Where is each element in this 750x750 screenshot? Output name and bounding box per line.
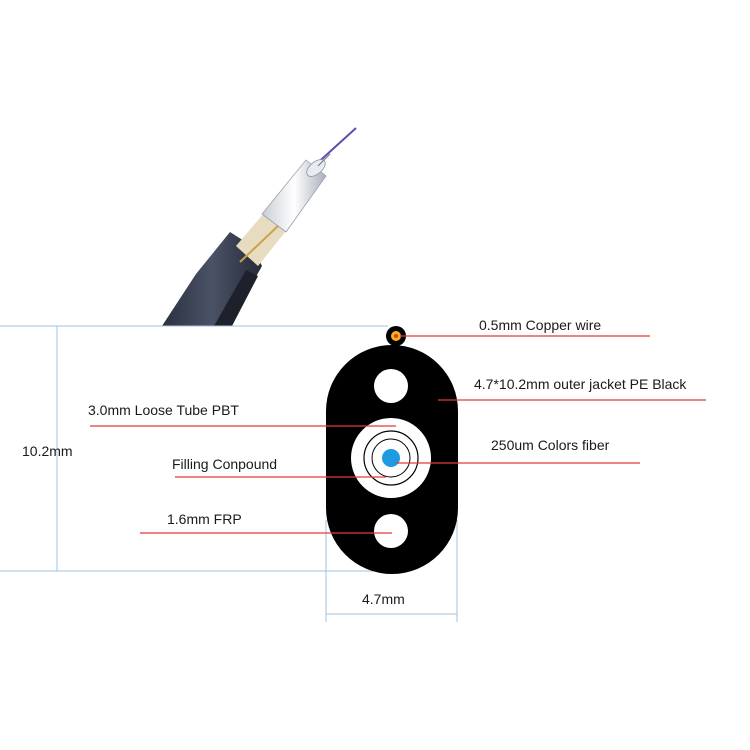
width-dimension-label: 4.7mm (362, 591, 405, 607)
cable-illustration (162, 127, 357, 326)
frp-label: 1.6mm FRP (167, 511, 242, 527)
leader-lines (90, 335, 706, 534)
dimension-lines (0, 325, 458, 622)
cross-section (326, 326, 458, 574)
loose-tube (261, 159, 327, 233)
height-dimension-label: 10.2mm (22, 443, 73, 459)
loose-tube-label: 3.0mm Loose Tube PBT (88, 402, 239, 418)
outer-jacket-label: 4.7*10.2mm outer jacket PE Black (474, 376, 687, 392)
top-frp-hole (374, 369, 408, 403)
copper-wire-label: 0.5mm Copper wire (479, 317, 601, 333)
loose-tube-inner-ring (363, 430, 419, 486)
jacket-web-strip (214, 270, 258, 326)
labels: 0.5mm Copper wire 4.7*10.2mm outer jacke… (22, 317, 687, 607)
filling-compound-label: Filling Conpound (172, 456, 277, 472)
bottom-frp-hole (374, 514, 408, 548)
copper-wire-center (394, 334, 398, 338)
color-fiber-label: 250um Colors fiber (491, 437, 610, 453)
inner-fiber (317, 153, 331, 167)
filling-compound-ring (371, 438, 411, 478)
colored-fiber-core (382, 449, 400, 467)
